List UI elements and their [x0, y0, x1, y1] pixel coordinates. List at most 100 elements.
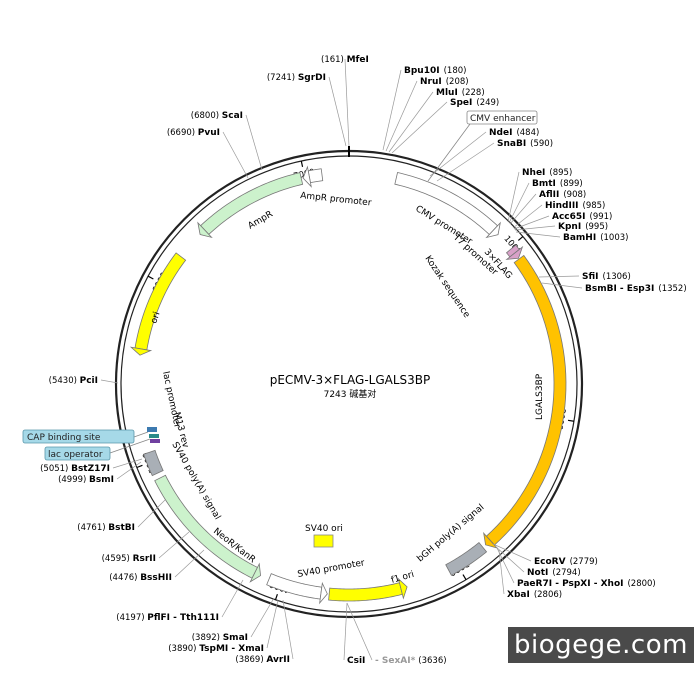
site-name: SgrDI — [298, 73, 326, 83]
site-leader — [508, 182, 530, 224]
site-name: HindIII — [545, 201, 579, 211]
site-bsmi: (4999) BsmI — [58, 475, 114, 485]
feature-ori-head — [129, 346, 153, 356]
site-bsmbi-esp3i: BsmBI - Esp3I(1352) — [585, 284, 687, 294]
site-mlui: MluI(228) — [436, 88, 485, 98]
tick-1000 — [517, 236, 524, 241]
tick-5000 — [136, 464, 143, 469]
site-name: SfiI — [582, 272, 599, 282]
site-pos: (590) — [530, 139, 553, 149]
site-leader — [385, 80, 418, 152]
site-pos: (995) — [585, 222, 608, 232]
site-name: SnaBI — [497, 139, 526, 149]
svg-text:CMV enhancer: CMV enhancer — [470, 114, 536, 124]
site-leader — [498, 549, 505, 595]
site-csii: CsiI — [347, 656, 365, 666]
site-leader — [507, 171, 520, 223]
site-paer7i-pspxi-xhoi: PaeR7I - PspXI - XhoI(2800) — [517, 579, 656, 589]
site-aflii: AflII(908) — [539, 190, 586, 200]
site-name: ScaI — [222, 111, 243, 121]
tick-7000 — [300, 160, 304, 168]
tick-3000 — [462, 574, 467, 580]
site-leader — [382, 69, 402, 151]
callout-cmv-enhancer: CMV enhancer — [427, 110, 538, 182]
site-name: PaeR7I - PspXI - XhoI — [517, 579, 623, 589]
label-ori: ori — [149, 311, 162, 325]
site-pos: (5051) — [40, 464, 71, 474]
label-ampr: AmpR — [247, 209, 275, 231]
site-smai: (3892) SmaI — [192, 633, 248, 643]
site-bstbi: (4761) BstBI — [77, 523, 135, 533]
site-pvui: (6690) PvuI — [167, 128, 220, 138]
site-pcii: (5430) PciI — [49, 376, 98, 386]
tick-6000 — [147, 275, 154, 280]
feature-neor-head — [249, 562, 261, 583]
sv40-ori-box — [313, 534, 334, 548]
callout-cap-binding: CAP binding site — [22, 429, 149, 444]
site-name: NotI — [527, 568, 548, 578]
site-acc65i: Acc65I(991) — [552, 212, 612, 222]
site-leader — [100, 379, 119, 384]
site-name: - SexAI* — [375, 656, 416, 666]
site-pflfi-tth111i: (4197) PflFI - Tth111I — [116, 613, 219, 623]
site-pos: (3892) — [192, 633, 223, 643]
site-pos: (3890) — [168, 644, 199, 654]
site-leader — [436, 142, 495, 182]
site-pos: (249) — [476, 98, 499, 108]
site-pos: (7241) — [267, 73, 298, 83]
site-avrii: (3869) AvrII — [235, 655, 290, 665]
site-leader — [538, 275, 580, 278]
site-pos: (484) — [516, 128, 539, 138]
site-leader — [174, 549, 205, 578]
feature-f1-ori — [328, 582, 403, 602]
site-pos: (6800) — [191, 111, 222, 121]
site-name: MfeI — [347, 55, 369, 65]
feature-ampr-head — [197, 221, 213, 239]
site-pos: (991) — [590, 212, 613, 222]
site-leader — [492, 543, 532, 562]
site-leader — [515, 231, 561, 238]
cap-binding-marker — [147, 427, 157, 432]
site-name: SmaI — [223, 633, 248, 643]
site-leader — [509, 193, 537, 225]
feature-bgh-polya — [445, 541, 488, 576]
feature-ampr-promoter-head — [302, 165, 312, 188]
site-leader — [343, 602, 348, 661]
label-sv40-ori: SV40 ori — [305, 524, 343, 534]
site-name: NheI — [522, 168, 545, 178]
site-name: BsmI — [89, 475, 114, 485]
site-noti: NotI(2794) — [527, 568, 581, 578]
site-leader — [541, 282, 583, 289]
site-pos: (4999) — [58, 475, 89, 485]
label-lgals3bp: LGALS3BP — [535, 373, 545, 420]
site-pos: (895) — [549, 168, 572, 178]
svg-text:lac operator: lac operator — [48, 450, 103, 460]
label-kozak: Kozak sequence — [423, 254, 472, 320]
restriction-sites: (161) MfeI(7241) SgrDIBpu10I(180)NruI(20… — [40, 55, 687, 666]
site-bstz17i: (5051) BstZ17I — [40, 464, 110, 474]
site-ecorv: EcoRV(2779) — [534, 557, 598, 567]
site-pos: (4761) — [77, 523, 108, 533]
site-rsrii: (4595) RsrII — [102, 554, 156, 564]
site-leader — [116, 461, 142, 480]
site-name: XbaI — [507, 590, 530, 600]
site-name: BstZ17I — [71, 464, 110, 474]
site-name: PciI — [80, 376, 98, 386]
site-pos: (4595) — [102, 554, 133, 564]
site-pos: (899) — [560, 179, 583, 189]
site-spei: SpeI(249) — [450, 98, 499, 108]
site-xbai: XbaI(2806) — [507, 590, 562, 600]
site-leader — [344, 58, 350, 147]
site-bsshii: (4476) BssHII — [109, 573, 172, 583]
site-pos: (1003) — [600, 233, 628, 243]
site-pos: (1306) — [603, 272, 631, 282]
site-name: PvuI — [198, 128, 220, 138]
plasmid-size: 7243 碱基对 — [324, 388, 377, 400]
site-name: BsmBI - Esp3I — [585, 284, 654, 294]
site-leader — [245, 114, 263, 171]
site-leader — [513, 215, 550, 230]
site-leader — [137, 499, 166, 528]
site-name: BstBI — [108, 523, 135, 533]
site-ndei: NdeI(484) — [489, 128, 539, 138]
